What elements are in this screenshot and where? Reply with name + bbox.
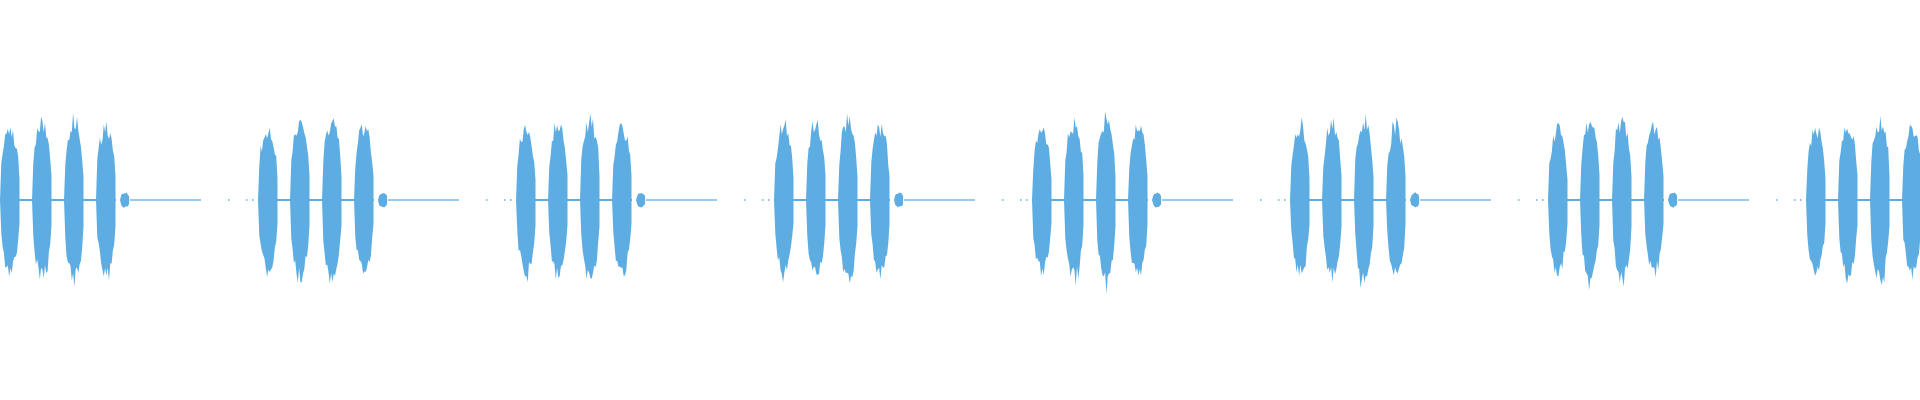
waveform-burst-7-0 bbox=[1806, 127, 1826, 276]
waveform-baseline-dot-2-2 bbox=[768, 199, 770, 201]
waveform-baseline-dot-2-0 bbox=[744, 199, 746, 201]
waveform-baseline-dot-5-2 bbox=[1542, 199, 1544, 201]
waveform-baseline-dot-6-2 bbox=[1800, 199, 1802, 201]
waveform-bursts bbox=[0, 111, 1920, 294]
waveform-burst-0-tail bbox=[120, 192, 130, 208]
waveform-burst-5-tail bbox=[1410, 192, 1420, 208]
waveform-baseline-dot-3-2 bbox=[1026, 199, 1028, 201]
waveform-baseline-dot-5-0 bbox=[1518, 199, 1520, 201]
waveform-burst-1-tail bbox=[378, 193, 388, 208]
waveform-baseline-dot-2-1 bbox=[762, 199, 764, 201]
waveform-baseline-dot-3-0 bbox=[1002, 199, 1004, 201]
waveform-burst-4-tail bbox=[1152, 192, 1162, 208]
waveform-burst-4-2 bbox=[1096, 111, 1116, 294]
waveform-baseline-dot-3-1 bbox=[1020, 199, 1022, 201]
waveform-baseline-dot-1-2 bbox=[510, 199, 512, 201]
waveform-baseline-dot-0-2 bbox=[252, 199, 254, 201]
waveform-burst-3-1 bbox=[806, 119, 826, 275]
waveform-burst-3-2 bbox=[838, 113, 858, 284]
waveform-burst-0-1 bbox=[32, 116, 52, 280]
waveform-burst-4-1 bbox=[1064, 117, 1084, 286]
waveform-burst-2-0 bbox=[516, 125, 536, 283]
waveform-baseline-dot-6-0 bbox=[1776, 199, 1778, 201]
waveform-burst-6-2 bbox=[1612, 117, 1632, 287]
waveform-burst-3-tail bbox=[894, 192, 904, 208]
waveform-baseline-dot-4-0 bbox=[1260, 199, 1262, 201]
waveform-burst-5-3 bbox=[1386, 117, 1406, 276]
waveform-burst-1-2 bbox=[322, 118, 342, 284]
waveform-baseline-dot-1-1 bbox=[504, 199, 506, 201]
waveform-burst-7-1 bbox=[1838, 127, 1858, 284]
waveform-burst-6-1 bbox=[1580, 121, 1600, 291]
waveform-burst-7-3 bbox=[1902, 124, 1920, 280]
waveform-burst-4-0 bbox=[1032, 127, 1052, 277]
waveform-burst-2-1 bbox=[548, 122, 568, 280]
waveform-burst-1-0 bbox=[258, 127, 278, 277]
waveform-burst-0-3 bbox=[96, 121, 116, 281]
waveform-baseline-dot-5-1 bbox=[1536, 199, 1538, 201]
waveform-burst-1-1 bbox=[290, 119, 310, 283]
waveform-baseline-dot-4-1 bbox=[1278, 199, 1280, 201]
waveform-baseline-dot-0-0 bbox=[228, 199, 230, 201]
waveform-burst-5-0 bbox=[1290, 117, 1310, 276]
waveform-baseline-dot-6-1 bbox=[1794, 199, 1796, 201]
waveform-burst-6-tail bbox=[1668, 192, 1678, 208]
waveform-baseline-dot-0-1 bbox=[246, 199, 248, 201]
waveform-burst-0-0 bbox=[0, 127, 20, 277]
waveform-burst-2-2 bbox=[580, 113, 600, 279]
waveform-baseline-dot-4-2 bbox=[1284, 199, 1286, 201]
waveform-baseline-dot-1-0 bbox=[486, 199, 488, 201]
waveform-burst-3-3 bbox=[870, 123, 890, 280]
waveform-burst-2-tail bbox=[636, 192, 646, 208]
